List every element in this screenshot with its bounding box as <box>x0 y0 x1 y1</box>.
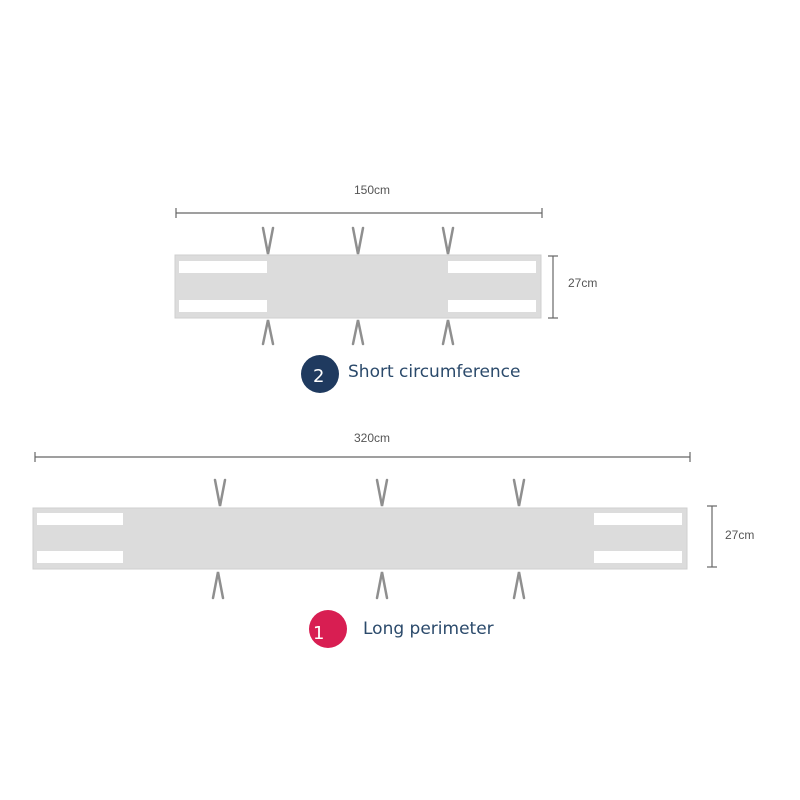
short-strap-slot <box>448 300 536 312</box>
long-width-label: 320cm <box>354 431 390 445</box>
long-tie-top-2 <box>375 478 389 507</box>
long-strap-slot <box>594 551 682 563</box>
long-bumper-panel <box>32 507 688 570</box>
long-strap-slot <box>594 513 682 525</box>
long-tie-top-1 <box>213 478 227 507</box>
short-badge <box>301 355 339 393</box>
short-tie-top-3 <box>441 226 455 255</box>
long-strap-slot <box>37 513 123 525</box>
short-tie-top-2 <box>351 226 365 255</box>
short-tie-bottom-2 <box>351 319 365 346</box>
short-badge-number: 2 <box>313 366 324 387</box>
short-strap-slot <box>179 300 267 312</box>
short-height-dimension <box>548 255 558 319</box>
long-badge <box>309 610 347 648</box>
long-caption: Long perimeter <box>363 619 494 639</box>
long-badge-number: 1 <box>313 623 324 644</box>
short-tie-bottom-1 <box>261 319 275 346</box>
short-caption: Short circumference <box>348 362 521 382</box>
short-tie-bottom-3 <box>441 319 455 346</box>
short-width-dimension <box>175 208 543 218</box>
short-strap-slot <box>448 261 536 273</box>
long-tie-bottom-2 <box>375 571 389 600</box>
long-tie-bottom-3 <box>512 571 526 600</box>
long-bumper-group: 320cm 27cm 1 Long perimeter <box>32 431 754 648</box>
short-height-label: 27cm <box>568 276 597 290</box>
short-strap-slot <box>179 261 267 273</box>
long-strap-slot <box>37 551 123 563</box>
long-height-dimension <box>707 505 717 568</box>
short-tie-top-1 <box>261 226 275 255</box>
long-tie-bottom-1 <box>211 571 225 600</box>
long-height-label: 27cm <box>725 528 754 542</box>
short-bumper-group: 150cm 27cm 2 Short circumference <box>174 183 597 393</box>
long-tie-top-3 <box>512 478 526 507</box>
long-width-dimension <box>34 452 691 462</box>
short-width-label: 150cm <box>354 183 390 197</box>
